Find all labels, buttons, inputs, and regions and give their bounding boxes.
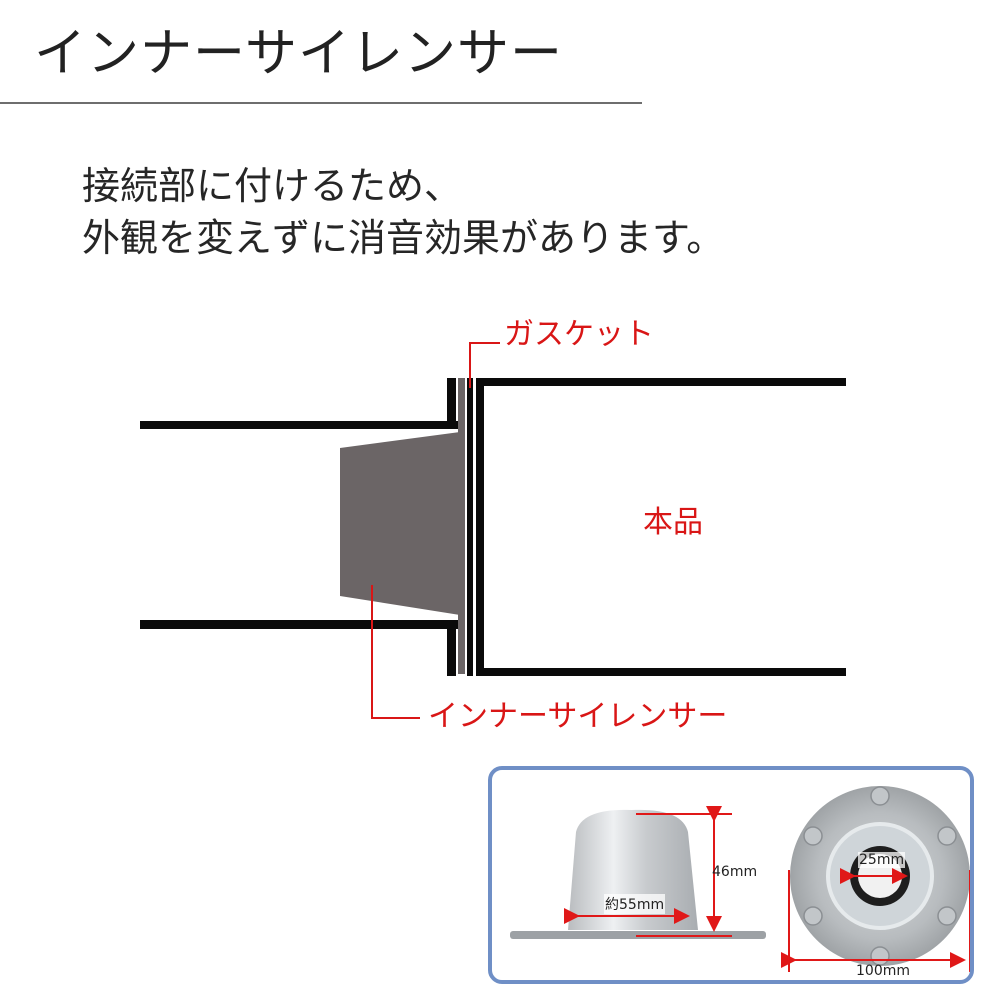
silencer-diagram: ガスケット 本品 インナーサイレンサー <box>0 300 1000 750</box>
gasket-line <box>467 378 473 676</box>
product-photo-panel: 46mm 約55mm 25mm 100mm <box>488 766 974 984</box>
flange-diameter-dimension-label: 100mm <box>856 963 910 979</box>
muffler-body-bottom <box>476 668 846 676</box>
inner-silencer-shape <box>340 432 460 615</box>
inlet-pipe-top <box>140 421 458 429</box>
gasket-label: ガスケット <box>504 317 654 352</box>
inner-silencer-label: インナーサイレンサー <box>428 699 728 734</box>
side-view-cup <box>568 809 698 930</box>
cross-section-illustration <box>140 342 846 719</box>
body-width-dimension-label: 約55mm <box>604 894 666 914</box>
description: 接続部に付けるため、 外観を変えずに消音効果があります。 <box>82 160 724 264</box>
title-divider <box>0 102 642 104</box>
page-title: インナーサイレンサー <box>34 24 563 84</box>
description-line-2: 外観を変えずに消音効果があります。 <box>82 216 725 260</box>
muffler-body-top <box>476 378 846 386</box>
height-dimension-label: 46mm <box>712 864 758 880</box>
inlet-pipe-bottom <box>140 620 458 629</box>
product-label: 本品 <box>643 505 703 540</box>
description-line-1: 接続部に付けるため、 <box>82 164 463 208</box>
inner-diameter-dimension-label: 25mm <box>858 852 906 868</box>
